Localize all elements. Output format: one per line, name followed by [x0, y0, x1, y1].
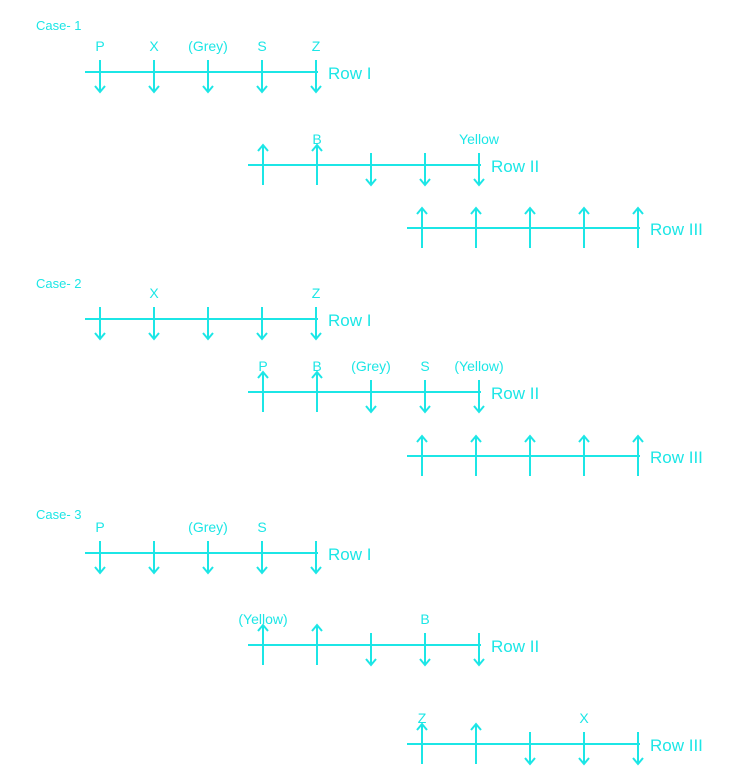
person-label: Z [312, 285, 321, 301]
arrow-down-icon [365, 153, 377, 187]
person-label: P [258, 358, 267, 374]
arrow-down-icon [578, 732, 590, 766]
arrow-down-icon [365, 380, 377, 414]
arrow-up-icon [632, 434, 644, 476]
arrow-down-icon [310, 541, 322, 575]
arrow-up-icon [257, 623, 269, 665]
arrow-up-icon [632, 206, 644, 248]
arrow-down-icon [202, 60, 214, 94]
row-label: Row III [650, 448, 703, 467]
arrow-down-icon [473, 153, 485, 187]
person-label: Yellow [459, 131, 500, 147]
row-label: Row III [650, 220, 703, 239]
row-label: Row I [328, 545, 371, 564]
person-label: (Yellow) [238, 611, 287, 627]
row-label: Row I [328, 311, 371, 330]
arrow-down-icon [310, 307, 322, 341]
arrow-down-icon [148, 541, 160, 575]
person-label: (Grey) [188, 519, 228, 535]
arrow-up-icon [311, 143, 323, 185]
arrow-up-icon [524, 206, 536, 248]
person-label: Z [312, 38, 321, 54]
person-label: X [149, 285, 159, 301]
case-1-label: Case- 1 [36, 18, 82, 33]
row-label: Row II [491, 637, 539, 656]
arrow-down-icon [148, 60, 160, 94]
person-label: (Grey) [188, 38, 228, 54]
person-label: X [149, 38, 159, 54]
arrow-down-icon [473, 380, 485, 414]
arrow-down-icon [202, 307, 214, 341]
arrow-down-icon [310, 60, 322, 94]
arrow-down-icon [632, 732, 644, 766]
case-3-row-1: P (Grey) S Row I [85, 519, 371, 575]
arrow-down-icon [473, 633, 485, 667]
arrow-down-icon [148, 307, 160, 341]
arrow-up-icon [311, 623, 323, 665]
arrow-up-icon [578, 434, 590, 476]
arrow-down-icon [419, 380, 431, 414]
case-2-row-2: P B (Grey) S (Yellow) Row II [248, 358, 539, 414]
case-3-row-3: Z X Row III [407, 710, 703, 766]
person-label: S [420, 358, 429, 374]
person-label: S [257, 519, 266, 535]
case-2-row-1: X Z Row I [85, 285, 371, 341]
arrow-up-icon [416, 434, 428, 476]
case-2-row-3: Row III [407, 434, 703, 476]
person-label: (Grey) [351, 358, 391, 374]
arrow-up-icon [257, 370, 269, 412]
arrow-down-icon [419, 153, 431, 187]
case-2-label: Case- 2 [36, 276, 82, 291]
person-label: P [95, 519, 104, 535]
arrow-down-icon [524, 732, 536, 766]
arrow-up-icon [416, 206, 428, 248]
row-label: Row II [491, 157, 539, 176]
arrow-up-icon [416, 722, 428, 764]
arrow-down-icon [419, 633, 431, 667]
arrow-up-icon [311, 370, 323, 412]
person-label: P [95, 38, 104, 54]
case-3-label: Case- 3 [36, 507, 82, 522]
person-label: B [420, 611, 429, 627]
person-label: Z [418, 710, 427, 726]
person-label: X [579, 710, 589, 726]
arrow-down-icon [256, 307, 268, 341]
arrow-down-icon [256, 60, 268, 94]
arrow-down-icon [94, 541, 106, 575]
arrow-up-icon [257, 143, 269, 185]
row-label: Row I [328, 64, 371, 83]
case-1-row-1: P X (Grey) S Z Row I [85, 38, 371, 94]
case-3-row-2: (Yellow) B Row II [238, 611, 539, 667]
arrow-up-icon [470, 722, 482, 764]
arrow-down-icon [256, 541, 268, 575]
row-label: Row III [650, 736, 703, 755]
arrow-up-icon [470, 206, 482, 248]
arrow-down-icon [94, 60, 106, 94]
person-label: B [312, 358, 321, 374]
arrow-up-icon [524, 434, 536, 476]
arrow-up-icon [578, 206, 590, 248]
arrow-up-icon [470, 434, 482, 476]
person-label: (Yellow) [454, 358, 503, 374]
person-label: B [312, 131, 321, 147]
arrow-down-icon [202, 541, 214, 575]
person-label: S [257, 38, 266, 54]
arrow-down-icon [94, 307, 106, 341]
case-1-row-3: Row III [407, 206, 703, 248]
arrow-down-icon [365, 633, 377, 667]
row-label: Row II [491, 384, 539, 403]
